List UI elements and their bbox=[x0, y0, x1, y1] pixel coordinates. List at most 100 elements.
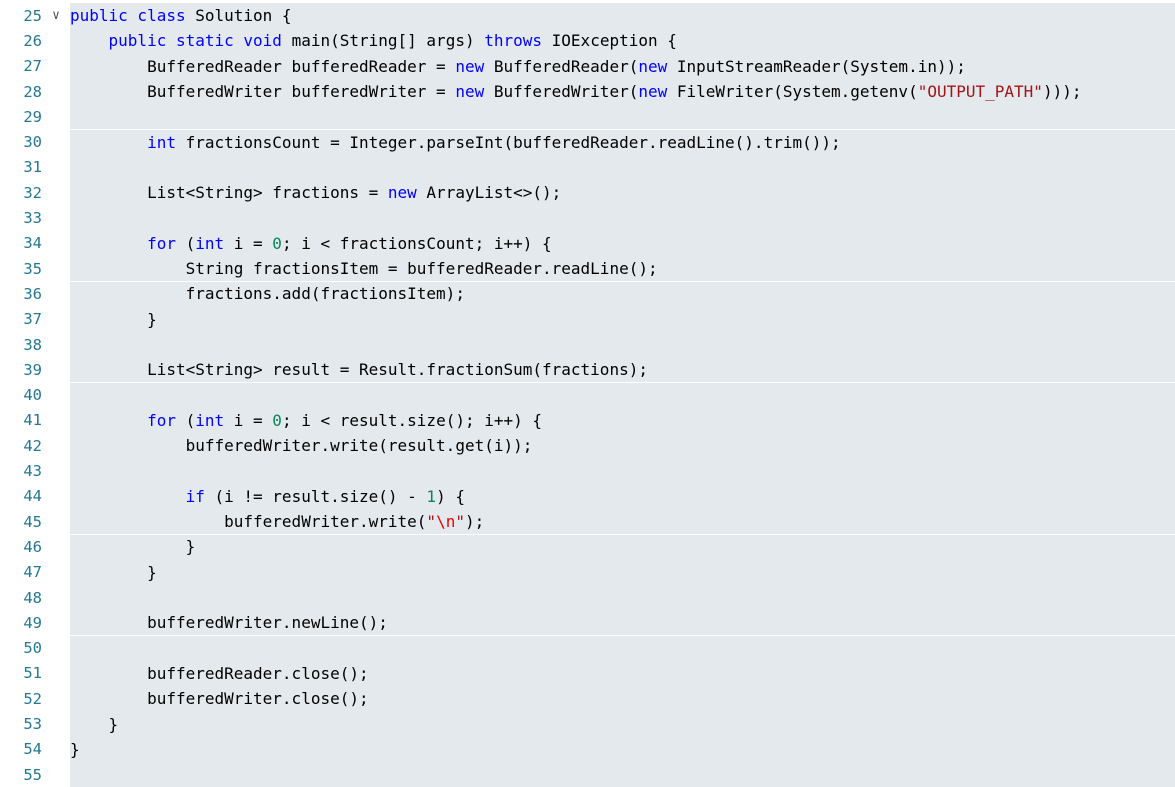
code-line[interactable]: 35 String fractionsItem = bufferedReader… bbox=[0, 256, 1175, 282]
code-token: fractions.add(fractionsItem); bbox=[70, 284, 465, 304]
code-line[interactable]: 26 public static void main(String[] args… bbox=[0, 28, 1175, 54]
code-token: bufferedWriter.write( bbox=[70, 512, 427, 532]
keyword-token: public class bbox=[70, 6, 196, 26]
fold-gutter bbox=[42, 762, 70, 787]
code-line[interactable]: 49 bufferedWriter.newLine(); bbox=[0, 610, 1175, 636]
line-number: 25 bbox=[0, 3, 42, 29]
code-text: int fractionsCount = Integer.parseInt(bu… bbox=[70, 129, 1175, 155]
code-line[interactable]: 50 bbox=[0, 635, 1175, 661]
code-line[interactable]: 53 } bbox=[0, 711, 1175, 737]
code-line[interactable]: 34 for (int i = 0; i < fractionsCount; i… bbox=[0, 230, 1175, 256]
code-text: } bbox=[70, 736, 1175, 762]
code-token bbox=[70, 31, 109, 50]
code-text bbox=[70, 205, 1175, 231]
code-line[interactable]: 25∨public class Solution { bbox=[0, 3, 1175, 29]
code-line[interactable]: 48 bbox=[0, 584, 1175, 611]
fold-gutter bbox=[42, 635, 70, 661]
keyword-token: for bbox=[147, 233, 186, 253]
line-number: 45 bbox=[0, 509, 42, 535]
code-text: for (int i = 0; i < fractionsCount; i++)… bbox=[70, 230, 1175, 256]
fold-gutter bbox=[42, 53, 70, 79]
keyword-token: new bbox=[455, 82, 494, 102]
code-token bbox=[70, 487, 186, 506]
keyword-token: new bbox=[455, 56, 494, 76]
fold-chevron-icon[interactable]: ∨ bbox=[42, 3, 70, 29]
fold-gutter bbox=[42, 686, 70, 712]
code-text: public static void main(String[] args) t… bbox=[70, 28, 1175, 54]
code-token: bufferedWriter.newLine(); bbox=[70, 613, 388, 633]
code-text: } bbox=[70, 559, 1175, 585]
code-token: ( bbox=[185, 410, 196, 430]
code-line[interactable]: 43 bbox=[0, 458, 1175, 484]
code-token: String fractionsItem = bufferedReader.re… bbox=[70, 259, 658, 279]
code-token: IOException { bbox=[551, 31, 677, 51]
code-line[interactable]: 33 bbox=[0, 205, 1175, 231]
code-token: } bbox=[70, 714, 119, 734]
code-token: BufferedReader bufferedReader = bbox=[70, 56, 456, 76]
code-token: BufferedWriter bufferedWriter = bbox=[70, 82, 456, 102]
code-line[interactable]: 31 bbox=[0, 154, 1175, 181]
escape-token: \n bbox=[436, 512, 456, 532]
code-token bbox=[70, 133, 147, 152]
code-line[interactable]: 47 } bbox=[0, 559, 1175, 585]
fold-gutter bbox=[42, 28, 70, 54]
code-line[interactable]: 27 BufferedReader bufferedReader = new B… bbox=[0, 53, 1175, 79]
code-token: InputStreamReader(System.in)); bbox=[676, 56, 966, 76]
code-token: } bbox=[70, 562, 157, 582]
fold-gutter bbox=[42, 509, 70, 535]
code-token: ); bbox=[464, 512, 485, 532]
line-number: 54 bbox=[0, 736, 42, 762]
code-line[interactable]: 36 fractions.add(fractionsItem); bbox=[0, 281, 1175, 307]
code-text: String fractionsItem = bufferedReader.re… bbox=[70, 256, 1175, 282]
code-token: } bbox=[70, 309, 157, 329]
code-line[interactable]: 42 bufferedWriter.write(result.get(i)); bbox=[0, 433, 1175, 459]
code-token: Solution { bbox=[195, 6, 292, 26]
code-line[interactable]: 46 } bbox=[0, 534, 1175, 560]
code-text bbox=[70, 331, 1175, 358]
code-text: bufferedWriter.write(result.get(i)); bbox=[70, 433, 1175, 459]
fold-gutter bbox=[42, 331, 70, 358]
number-token: 0 bbox=[272, 410, 282, 430]
code-text bbox=[70, 635, 1175, 661]
fold-gutter bbox=[42, 382, 70, 408]
line-number: 47 bbox=[0, 559, 42, 585]
line-number: 31 bbox=[0, 154, 42, 181]
code-token bbox=[70, 234, 147, 253]
line-number: 33 bbox=[0, 205, 42, 231]
fold-gutter bbox=[42, 154, 70, 181]
code-text: } bbox=[70, 534, 1175, 560]
keyword-token: new bbox=[387, 183, 427, 203]
code-line[interactable]: 52 bufferedWriter.close(); bbox=[0, 686, 1175, 712]
code-token: ) { bbox=[436, 486, 465, 506]
code-line[interactable]: 44 if (i != result.size() - 1) { bbox=[0, 483, 1175, 509]
code-line[interactable]: 30 int fractionsCount = Integer.parseInt… bbox=[0, 129, 1175, 155]
keyword-token: int bbox=[195, 410, 234, 430]
line-number: 52 bbox=[0, 686, 42, 712]
line-number: 37 bbox=[0, 306, 42, 332]
code-line[interactable]: 55 bbox=[0, 762, 1175, 787]
code-line[interactable]: 51 bufferedReader.close(); bbox=[0, 660, 1175, 687]
fold-gutter bbox=[42, 458, 70, 484]
code-line[interactable]: 54} bbox=[0, 736, 1175, 762]
code-line[interactable]: 41 for (int i = 0; i < result.size(); i+… bbox=[0, 407, 1175, 434]
code-text bbox=[70, 458, 1175, 484]
code-line[interactable]: 32 List<String> fractions = new ArrayLis… bbox=[0, 180, 1175, 206]
code-line[interactable]: 39 List<String> result = Result.fraction… bbox=[0, 357, 1175, 383]
code-line[interactable]: 38 bbox=[0, 331, 1175, 358]
keyword-token: int bbox=[195, 233, 234, 253]
code-line[interactable]: 40 bbox=[0, 382, 1175, 408]
code-line[interactable]: 37 } bbox=[0, 306, 1175, 332]
number-token: 1 bbox=[426, 486, 437, 506]
line-number: 46 bbox=[0, 534, 42, 560]
code-text: } bbox=[70, 306, 1175, 332]
code-text bbox=[70, 104, 1175, 130]
string-token: " bbox=[455, 512, 465, 532]
code-line[interactable]: 29 bbox=[0, 104, 1175, 130]
line-number: 44 bbox=[0, 483, 42, 509]
code-token: i = bbox=[233, 233, 273, 253]
code-line[interactable]: 28 BufferedWriter bufferedWriter = new B… bbox=[0, 78, 1175, 105]
code-line[interactable]: 45 bufferedWriter.write("\n"); bbox=[0, 509, 1175, 535]
code-token: bufferedReader.close(); bbox=[70, 663, 369, 683]
keyword-token: public static void bbox=[108, 31, 292, 51]
